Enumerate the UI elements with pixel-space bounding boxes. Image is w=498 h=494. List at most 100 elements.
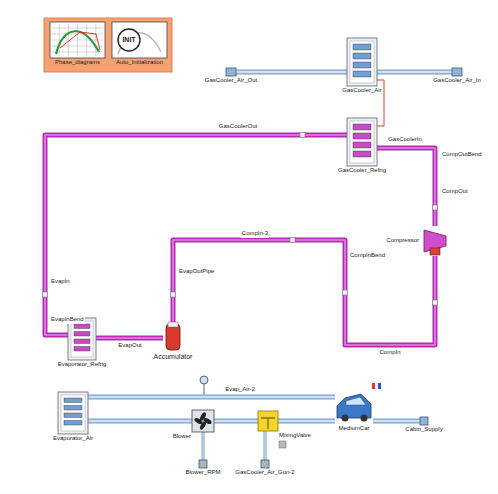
component-fan: Blower (192, 410, 214, 432)
component-icon (335, 390, 373, 424)
component-portg: GasCooler_Air_Gun-2 (261, 460, 269, 468)
component-comp: Compressor (422, 226, 448, 256)
component-icon (199, 460, 207, 468)
icon-text: INIT (122, 36, 135, 45)
pipe-name: EvapIn (50, 278, 71, 286)
pipe-connector (173, 240, 435, 345)
component-icon (422, 226, 448, 256)
component-icon (50, 22, 105, 58)
component-icon (452, 68, 462, 76)
pipe-connector (214, 419, 258, 424)
component-portb: GasCooler_Air_Out (226, 68, 236, 76)
pipe-name: CompIn-3 (241, 230, 269, 238)
component-icon (163, 322, 183, 352)
pipe-highlight (88, 396, 335, 399)
pipe-name: EvapInBend (50, 316, 85, 324)
pipe-name: GasCoolerOut (218, 123, 258, 131)
component-icon (226, 68, 236, 76)
pipe-segment-symbol (290, 238, 295, 243)
pipe-connector (264, 431, 267, 460)
component-name: GasCooler_Air (342, 87, 381, 95)
component-name: Phase_diagrams (55, 59, 100, 67)
component-name: GasCooler_Air_Out (205, 77, 257, 85)
library-panel (44, 18, 172, 72)
pipe-connector (377, 80, 384, 126)
pipe-segment-symbol (171, 292, 176, 297)
component-name: GasCooler_Air_In (433, 77, 481, 85)
pipe-highlight (214, 420, 258, 423)
component-icon (192, 410, 214, 432)
component-acc: Accumulator (163, 322, 183, 352)
component-icon (420, 417, 428, 425)
pipe-highlight (377, 71, 452, 74)
pipe-connector (45, 135, 347, 335)
component-car: MediumCar (335, 390, 373, 424)
pipe-connector (377, 148, 435, 226)
pipe-highlight (96, 337, 163, 339)
component-icon (347, 38, 377, 86)
component-icon (258, 411, 278, 431)
component-name: MixingValve (279, 432, 311, 440)
component-hxa: Evaporator_Air (58, 392, 88, 434)
component-hxr: GasCooler_Refrig (347, 118, 377, 166)
pipe-highlight (173, 240, 435, 345)
pipe-name: CompOut (441, 188, 469, 196)
pipe-segment-symbol (433, 300, 438, 305)
component-icon (68, 318, 96, 360)
pipe-connector (278, 419, 335, 424)
pipe-connector (377, 70, 452, 75)
component-name: GasCooler_Air_Gun-2 (235, 469, 294, 477)
component-name: MediumCar (338, 425, 369, 433)
component-name: Evaporator_Refrig (58, 361, 107, 369)
component-icon (112, 22, 167, 58)
pipe-name: CompIn (378, 349, 401, 357)
pipe-name: CompOutBend (441, 151, 483, 159)
pipe-highlight (236, 71, 347, 74)
component-name: Blower_RPM (185, 469, 220, 477)
component-portg: Blower_RPM (199, 460, 207, 468)
pipe-highlight (373, 420, 420, 423)
component-init: INITAuto_Initialization (112, 22, 167, 58)
component-diag: Phase_diagrams (50, 22, 105, 58)
component-valve: MixingValve (258, 411, 278, 431)
pipe-segment-symbol (300, 133, 305, 138)
flag-symbol (372, 383, 381, 389)
input-symbol (279, 441, 286, 448)
pipe-highlight (88, 420, 192, 423)
pipe-segment-symbol (343, 290, 348, 295)
component-name: Accumulator (154, 353, 193, 362)
component-icon (58, 392, 88, 434)
pipe-connector (88, 419, 192, 424)
pipe-name: CompInBend (349, 252, 386, 260)
pipe-connector (96, 336, 163, 341)
pipe-connector (88, 395, 335, 400)
component-name: GasCooler_Refrig (338, 167, 386, 175)
component-portb: Cabin_Supply (420, 417, 428, 425)
pipe-name: Evap_Air-2 (224, 386, 256, 394)
pipe-highlight (264, 431, 265, 460)
pipe-highlight (278, 420, 335, 423)
pipe-name: EvapOut (117, 342, 142, 350)
pipe-name: EvapOutPipe (178, 268, 215, 276)
component-portb: GasCooler_Air_In (452, 68, 462, 76)
component-name: Blower (173, 433, 191, 441)
component-icon (261, 460, 269, 468)
component-name: Compressor (386, 237, 419, 245)
component-name: Evaporator_Air (53, 435, 93, 443)
pipe-connector (202, 432, 205, 460)
component-name: Cabin_Supply (405, 426, 442, 434)
pipe-segment-symbol (43, 292, 48, 297)
pipe-connector (236, 70, 347, 75)
component-hxa: GasCooler_Air (347, 38, 377, 86)
component-icon (347, 118, 377, 166)
pipe-highlight (202, 432, 203, 460)
pipe-highlight (45, 135, 347, 335)
pipe-connector (373, 419, 420, 424)
sensor-symbol (200, 376, 208, 384)
component-name: Auto_Initialization (116, 59, 163, 67)
sensor-lead (204, 384, 205, 395)
component-hxr: Evaporator_Refrig (68, 318, 96, 360)
pipe-segment-symbol (433, 205, 438, 210)
pipe-highlight (377, 148, 435, 226)
